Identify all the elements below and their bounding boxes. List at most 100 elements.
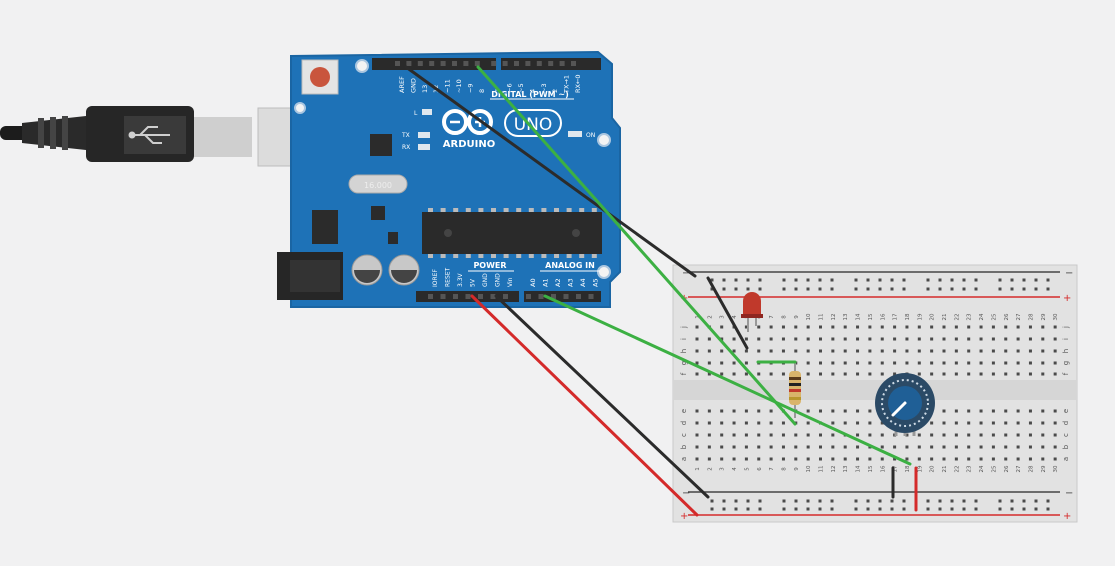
bb-hole[interactable]	[868, 337, 872, 341]
bb-hole[interactable]	[769, 457, 773, 461]
bb-hole[interactable]	[707, 337, 711, 341]
bb-hole[interactable]	[856, 421, 860, 425]
rail-hole[interactable]	[794, 287, 798, 291]
pin-hole[interactable]	[514, 61, 519, 66]
pin-hole[interactable]	[571, 61, 576, 66]
rail-hole[interactable]	[926, 507, 930, 511]
rail-hole[interactable]	[710, 507, 714, 511]
bb-hole[interactable]	[856, 457, 860, 461]
rail-hole[interactable]	[974, 507, 978, 511]
bb-hole[interactable]	[967, 349, 971, 353]
bb-hole[interactable]	[954, 409, 958, 413]
bb-hole[interactable]	[905, 337, 909, 341]
bb-hole[interactable]	[744, 372, 748, 376]
bb-hole[interactable]	[893, 361, 897, 365]
bb-hole[interactable]	[1004, 433, 1008, 437]
pin-hole[interactable]	[453, 294, 458, 299]
bb-hole[interactable]	[1016, 433, 1020, 437]
bb-hole[interactable]	[1028, 457, 1032, 461]
rail-hole[interactable]	[998, 287, 1002, 291]
bb-hole[interactable]	[831, 372, 835, 376]
bb-hole[interactable]	[819, 457, 822, 461]
rail-hole[interactable]	[890, 507, 894, 511]
bb-hole[interactable]	[695, 433, 699, 437]
bb-hole[interactable]	[917, 445, 921, 449]
bb-hole[interactable]	[880, 325, 884, 329]
bb-hole[interactable]	[905, 445, 909, 449]
pin-hole[interactable]	[465, 294, 471, 299]
bb-hole[interactable]	[868, 433, 872, 437]
bb-hole[interactable]	[954, 372, 958, 376]
bb-hole[interactable]	[806, 421, 810, 425]
rail-hole[interactable]	[962, 507, 966, 511]
rail-hole[interactable]	[794, 499, 798, 503]
bb-hole[interactable]	[1028, 409, 1032, 413]
bb-hole[interactable]	[930, 372, 934, 376]
bb-hole[interactable]	[967, 361, 971, 365]
bb-hole[interactable]	[769, 325, 773, 329]
bb-hole[interactable]	[868, 421, 872, 425]
bb-hole[interactable]	[930, 349, 934, 353]
bb-hole[interactable]	[695, 337, 699, 341]
bb-hole[interactable]	[979, 421, 983, 425]
bb-hole[interactable]	[905, 349, 909, 353]
rail-hole[interactable]	[758, 278, 762, 282]
bb-hole[interactable]	[707, 349, 711, 353]
bb-hole[interactable]	[967, 445, 971, 449]
rail-hole[interactable]	[746, 287, 750, 291]
bb-hole[interactable]	[868, 349, 872, 353]
rail-hole[interactable]	[1022, 499, 1026, 503]
bb-hole[interactable]	[744, 433, 748, 437]
bb-hole[interactable]	[917, 325, 921, 329]
bb-hole[interactable]	[794, 337, 798, 341]
rail-hole[interactable]	[722, 278, 726, 282]
bb-hole[interactable]	[1053, 445, 1057, 449]
bb-hole[interactable]	[979, 457, 983, 461]
bb-hole[interactable]	[893, 349, 897, 353]
bb-hole[interactable]	[819, 445, 822, 449]
red-led[interactable]	[741, 292, 763, 332]
rail-hole[interactable]	[974, 499, 978, 503]
bb-hole[interactable]	[991, 372, 995, 376]
bb-hole[interactable]	[695, 409, 699, 413]
bb-hole[interactable]	[930, 337, 934, 341]
rail-hole[interactable]	[890, 499, 894, 503]
rail-hole[interactable]	[818, 278, 822, 282]
bb-hole[interactable]	[1053, 457, 1057, 461]
bb-hole[interactable]	[843, 337, 847, 341]
bb-hole[interactable]	[720, 325, 724, 329]
bb-hole[interactable]	[942, 457, 946, 461]
bb-hole[interactable]	[732, 372, 736, 376]
bb-hole[interactable]	[744, 325, 748, 329]
bb-hole[interactable]	[769, 372, 773, 376]
bb-hole[interactable]	[1041, 325, 1045, 329]
bb-hole[interactable]	[819, 433, 822, 437]
rail-hole[interactable]	[962, 278, 966, 282]
pin-hole[interactable]	[563, 294, 569, 299]
bb-hole[interactable]	[1028, 445, 1032, 449]
bb-hole[interactable]	[732, 361, 736, 365]
bb-hole[interactable]	[831, 433, 835, 437]
bb-hole[interactable]	[868, 361, 872, 365]
bb-hole[interactable]	[880, 372, 884, 376]
bb-hole[interactable]	[979, 372, 983, 376]
rail-hole[interactable]	[902, 287, 906, 291]
bb-hole[interactable]	[781, 421, 785, 425]
bb-hole[interactable]	[954, 421, 958, 425]
pin-hole[interactable]	[440, 61, 446, 66]
rail-hole[interactable]	[938, 287, 942, 291]
rail-hole[interactable]	[818, 499, 822, 503]
bb-hole[interactable]	[991, 457, 995, 461]
pin-hole[interactable]	[525, 61, 531, 66]
bb-hole[interactable]	[732, 445, 736, 449]
bb-hole[interactable]	[917, 372, 921, 376]
bb-hole[interactable]	[831, 457, 835, 461]
bb-hole[interactable]	[967, 325, 971, 329]
rail-hole[interactable]	[950, 287, 954, 291]
bb-hole[interactable]	[1053, 421, 1057, 425]
bb-hole[interactable]	[856, 337, 860, 341]
bb-hole[interactable]	[942, 325, 946, 329]
bb-hole[interactable]	[720, 349, 724, 353]
bb-hole[interactable]	[917, 361, 921, 365]
bb-hole[interactable]	[942, 349, 946, 353]
